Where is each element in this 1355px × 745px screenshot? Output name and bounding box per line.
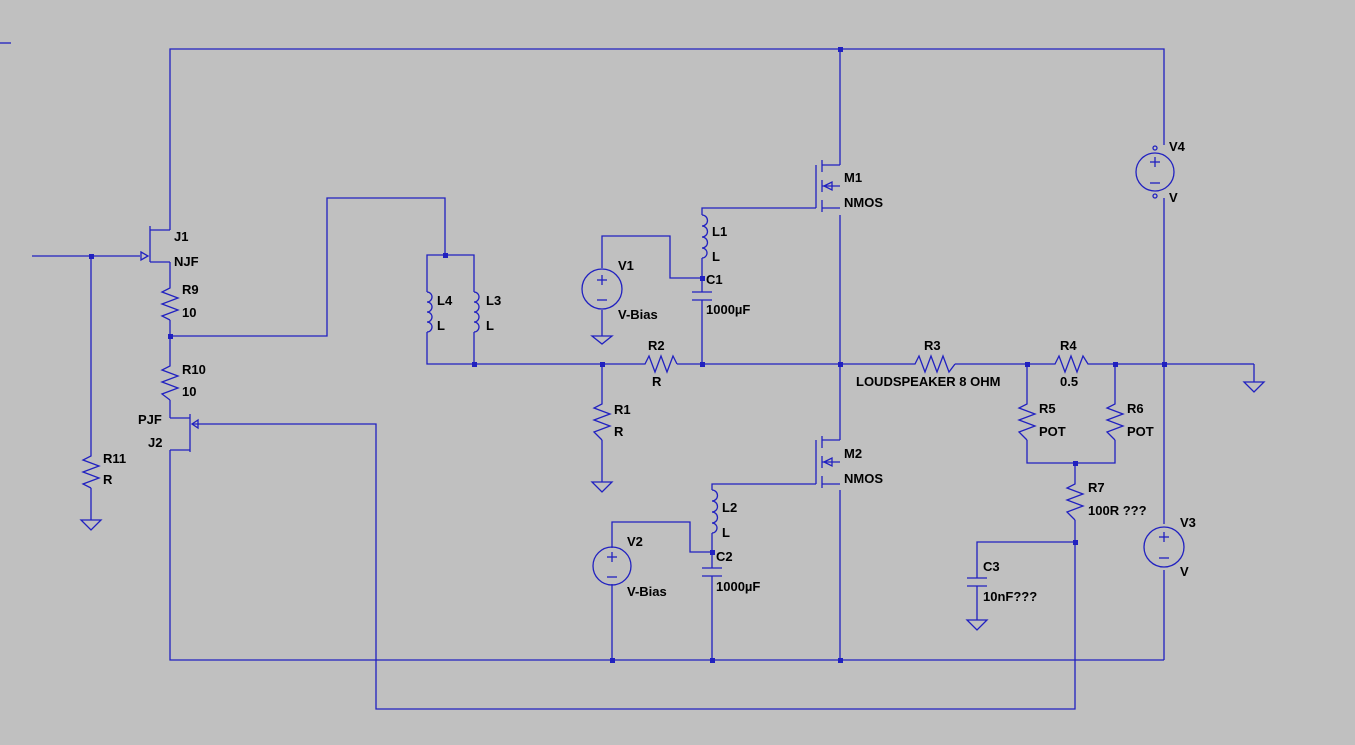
l4-inductor[interactable]: L4 L (426, 291, 453, 333)
v2-value: V-Bias (627, 584, 667, 599)
r7-resistor[interactable]: R7 100R ??? (1065, 478, 1147, 521)
r9-resistor[interactable]: R9 10 (160, 282, 199, 321)
r3-name: R3 (924, 338, 941, 353)
r3-loudspeaker-resistor[interactable]: R3 LOUDSPEAKER 8 OHM (856, 338, 1000, 389)
v3-voltage-source[interactable]: V3 V (1143, 515, 1196, 579)
l1-inductor[interactable]: L1 L (701, 214, 727, 264)
j2-pjf-transistor[interactable]: PJF J2 (138, 412, 199, 452)
c2-value: 1000µF (716, 579, 760, 594)
r11-name: R11 (103, 451, 126, 466)
c2-capacitor[interactable]: C2 1000µF (702, 549, 760, 594)
r10-name: R10 (182, 362, 206, 377)
r11-value: R (103, 472, 113, 487)
r10-value: 10 (182, 384, 196, 399)
r3-value: LOUDSPEAKER 8 OHM (856, 374, 1000, 389)
v4-value: V (1169, 190, 1178, 205)
r9-value: 10 (182, 305, 196, 320)
l1-name: L1 (712, 224, 727, 239)
m2-name: M2 (844, 446, 862, 461)
c3-capacitor[interactable]: C3 10nF??? (967, 559, 1037, 604)
r11-resistor[interactable]: R11 R (81, 450, 126, 489)
j2-name: J2 (148, 435, 162, 450)
r6-value: POT (1127, 424, 1154, 439)
l3-value: L (486, 318, 494, 333)
j1-value: NJF (174, 254, 199, 269)
l2-name: L2 (722, 500, 737, 515)
r9-name: R9 (182, 282, 199, 297)
v2-name: V2 (627, 534, 643, 549)
v1-value: V-Bias (618, 307, 658, 322)
v1-voltage-source[interactable]: V1 V-Bias (581, 258, 658, 322)
r5-name: R5 (1039, 401, 1056, 416)
r11-ground-icon (79, 519, 103, 531)
l1-value: L (712, 249, 720, 264)
r1-ground-icon (590, 481, 614, 493)
r5-value: POT (1039, 424, 1066, 439)
r7-value: 100R ??? (1088, 503, 1147, 518)
c1-name: C1 (706, 272, 723, 287)
v3-value: V (1180, 564, 1189, 579)
j1-name: J1 (174, 229, 188, 244)
v2-voltage-source[interactable]: V2 V-Bias (592, 534, 667, 599)
r4-resistor[interactable]: R4 0.5 (1050, 338, 1092, 389)
l3-name: L3 (486, 293, 501, 308)
l2-inductor[interactable]: L2 L (711, 489, 737, 540)
m2-value: NMOS (844, 471, 883, 486)
m2-nmos-transistor[interactable]: M2 NMOS (815, 436, 883, 488)
v1-name: V1 (618, 258, 634, 273)
r1-name: R1 (614, 402, 631, 417)
v4-name: V4 (1169, 139, 1186, 154)
r7-name: R7 (1088, 480, 1105, 495)
r4-value: 0.5 (1060, 374, 1078, 389)
c1-value: 1000µF (706, 302, 750, 317)
c1-capacitor[interactable]: C1 1000µF (692, 272, 750, 317)
r10-resistor[interactable]: R10 10 (160, 360, 206, 401)
j2-value: PJF (138, 412, 162, 427)
r2-resistor[interactable]: R2 R (640, 338, 678, 389)
r4-name: R4 (1060, 338, 1077, 353)
c3-ground-icon (965, 619, 989, 631)
m1-name: M1 (844, 170, 862, 185)
c2-name: C2 (716, 549, 733, 564)
r6-resistor[interactable]: R6 POT (1105, 398, 1154, 441)
r6-name: R6 (1127, 401, 1144, 416)
r5-resistor[interactable]: R5 POT (1017, 398, 1066, 441)
r1-value: R (614, 424, 624, 439)
l3-inductor[interactable]: L3 L (473, 291, 501, 333)
junction-dots (89, 47, 1167, 663)
c3-name: C3 (983, 559, 1000, 574)
r2-name: R2 (648, 338, 665, 353)
l4-name: L4 (437, 293, 453, 308)
j1-njf-transistor[interactable]: J1 NJF (140, 226, 199, 269)
l2-value: L (722, 525, 730, 540)
m1-value: NMOS (844, 195, 883, 210)
v1-ground-icon (590, 335, 614, 345)
v3-name: V3 (1180, 515, 1196, 530)
output-ground-icon (1242, 381, 1266, 393)
r2-value: R (652, 374, 662, 389)
m1-nmos-transistor[interactable]: M1 NMOS (815, 160, 883, 212)
r1-resistor[interactable]: R1 R (592, 398, 631, 441)
l4-value: L (437, 318, 445, 333)
c3-value: 10nF??? (983, 589, 1037, 604)
wires (32, 48, 1255, 710)
v4-voltage-source[interactable]: V4 V (1135, 139, 1186, 205)
